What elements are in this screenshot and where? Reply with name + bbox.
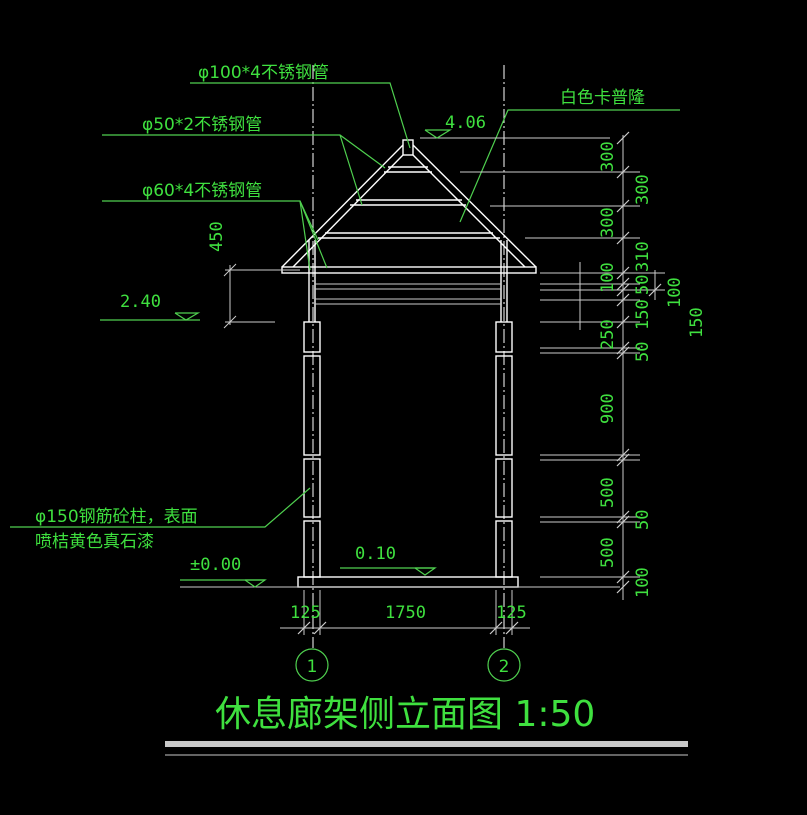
axis-bubble-2	[487, 648, 521, 682]
elevation-markers	[100, 129, 610, 588]
label-pipe-50: φ50*2不锈钢管	[142, 115, 262, 135]
elevation-top: 4.06	[445, 113, 486, 133]
dim-bottom	[280, 590, 530, 635]
dim-bottom-0: 125	[290, 603, 321, 623]
dim-left	[223, 263, 300, 329]
dim-right-4: 100	[598, 262, 618, 293]
column-left	[303, 321, 321, 578]
dim-right-8: 250	[598, 319, 618, 350]
base-slab	[297, 576, 519, 588]
axis-bubble-1	[295, 648, 329, 682]
dim-bottom-1: 1750	[385, 603, 426, 623]
axis-label-1: 1	[307, 657, 318, 677]
dim-right-2: 300	[598, 207, 618, 238]
dim-right-0: 300	[598, 141, 618, 172]
elevation-ground: ±0.00	[190, 555, 241, 575]
dim-right-9: 150	[687, 307, 707, 338]
dim-right	[460, 131, 665, 600]
dim-right-13: 50	[633, 510, 653, 530]
dim-right-12: 500	[598, 477, 618, 508]
leaders	[10, 82, 680, 528]
label-column-2: 喷桔黄色真石漆	[35, 532, 154, 552]
dim-right-labels: 300 300 300 310 100 100 150 50 250 150 5…	[598, 141, 707, 598]
elevation-beam: 2.40	[120, 292, 161, 312]
dim-right-3: 310	[633, 241, 653, 272]
label-pipe-60: φ60*4不锈钢管	[142, 181, 262, 201]
dim-right-6: 150	[633, 299, 653, 330]
drawing-title: 休息廊架侧立面图 1:50	[215, 694, 595, 735]
dim-right-15: 100	[633, 567, 653, 598]
dim-right-10: 50	[633, 342, 653, 362]
dim-right-1: 300	[633, 174, 653, 205]
axis-label-2: 2	[499, 657, 510, 677]
title-underline-thick	[165, 741, 688, 747]
dim-450: 450	[207, 221, 227, 252]
dim-right-5: 100	[665, 277, 685, 308]
label-roof-material: 白色卡普隆	[560, 88, 645, 108]
dim-right-14: 500	[598, 537, 618, 568]
elevation-base: 0.10	[355, 544, 396, 564]
column-right	[495, 321, 513, 578]
label-pipe-100: φ100*4不锈钢管	[198, 63, 329, 83]
dim-bottom-2: 125	[496, 603, 527, 623]
label-column-1: φ150钢筋砼柱，表面	[35, 507, 198, 527]
dim-right-11: 900	[598, 393, 618, 424]
dim-right-7: 50	[633, 275, 653, 295]
frame	[308, 240, 508, 322]
